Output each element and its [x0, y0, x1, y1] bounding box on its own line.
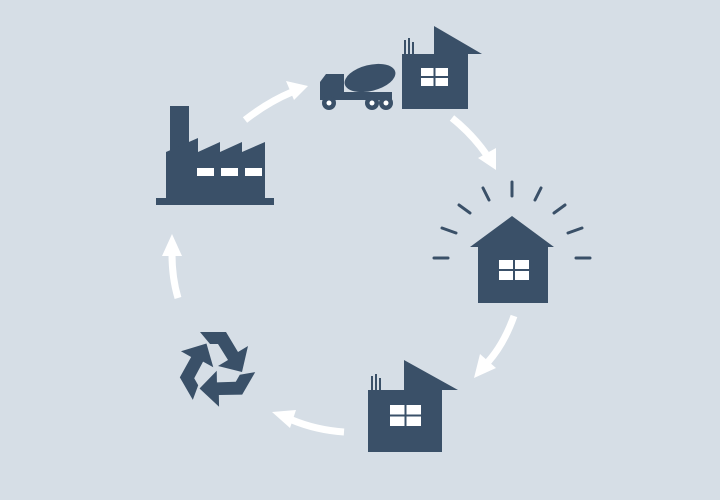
cement-truck-house-icon	[320, 26, 482, 110]
glowing-house-icon	[432, 180, 592, 303]
cycle-arrow-house-to-old-house	[474, 314, 518, 378]
factory-icon	[156, 106, 274, 205]
cycle-arrow-old-house-to-recycle	[272, 410, 345, 436]
cycle-arrow-truck-to-house	[449, 115, 496, 170]
old-house-icon	[368, 360, 458, 452]
recycle-icon	[179, 332, 256, 407]
cycle-arrow-recycle-to-factory	[162, 234, 182, 300]
cycle-arrow-factory-to-truck	[242, 81, 308, 123]
